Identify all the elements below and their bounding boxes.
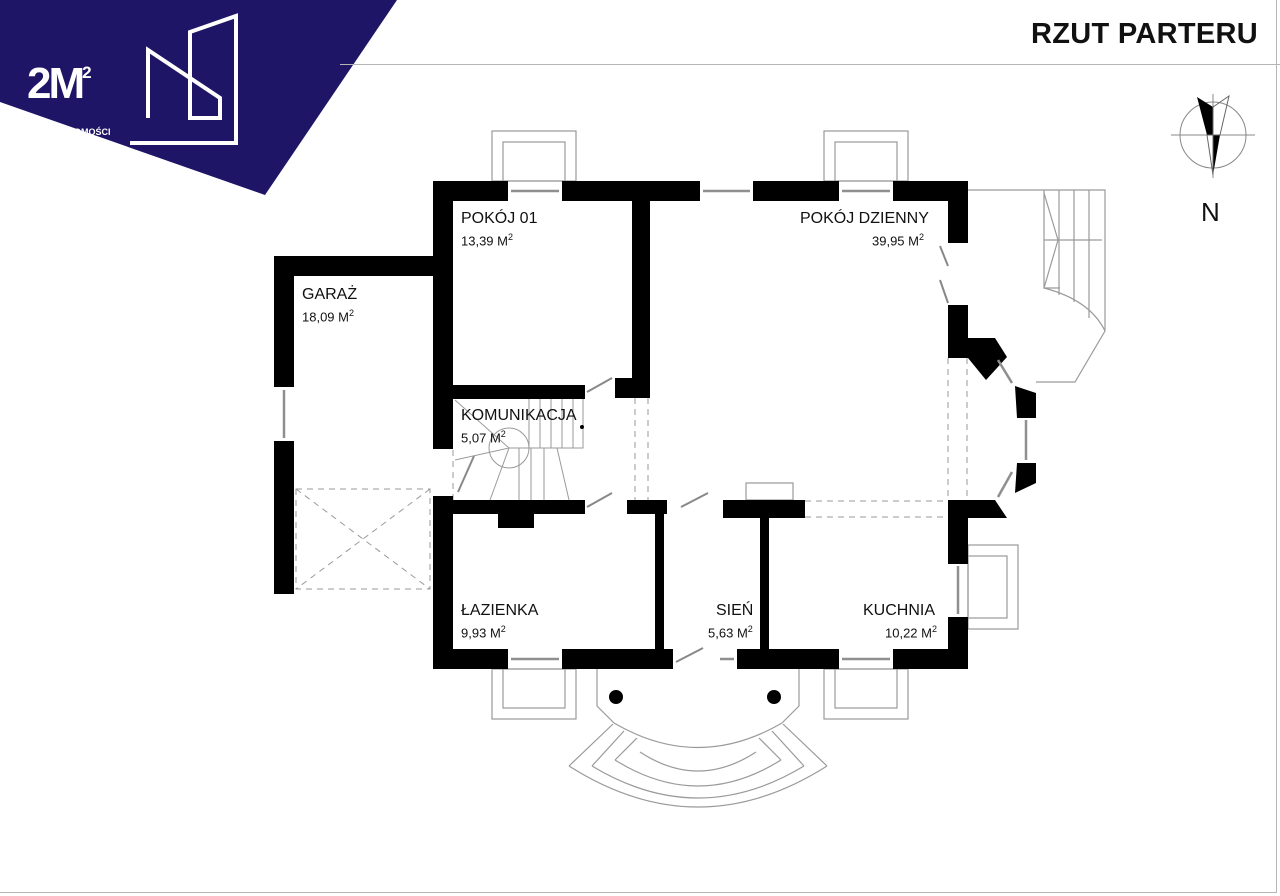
room-area-pokoj-dzienny: 39,95 M2 [872, 232, 925, 249]
dashed-lines [295, 358, 968, 590]
area-value: 39,95 [872, 233, 905, 249]
room-name-kuchnia: KUCHNIA [863, 602, 936, 619]
room-area-pokoj-01: 13,39 M2 [461, 232, 514, 249]
room-area-kuchnia: 10,22 M2 [885, 624, 938, 641]
area-unit: M [497, 233, 509, 249]
logo-brand: 2M2 [27, 62, 92, 106]
room-area-lazienka: 9,93 M2 [461, 624, 506, 641]
column [767, 690, 781, 704]
room-name-garaz: GARAŻ [302, 286, 358, 303]
area-unit: M [489, 625, 501, 641]
logo-brand-text: 2M [27, 59, 85, 108]
outline-features [491, 130, 1106, 808]
area-unit: M [736, 625, 748, 641]
area-value: 13,39 [461, 233, 494, 249]
page-title: RZUT PARTERU [1031, 18, 1258, 50]
area-value: 18,09 [302, 309, 335, 325]
area-unit: M [338, 309, 350, 325]
area-unit: M [921, 625, 933, 641]
doors [457, 245, 949, 663]
area-value: 5,63 [708, 625, 734, 641]
room-name-pokoj-01: POKÓJ 01 [461, 210, 538, 227]
room-name-komunikacja: KOMUNIKACJA [461, 407, 577, 424]
compass-icon [1171, 94, 1255, 178]
area-value: 5,07 [461, 430, 487, 446]
area-unit: M [908, 233, 920, 249]
column [609, 690, 623, 704]
area-value: 10,22 [885, 625, 918, 641]
logo-building-icon [130, 13, 238, 145]
room-area-komunikacja: 5,07 M2 [461, 429, 506, 446]
windows [282, 189, 1028, 661]
area-unit: M [489, 430, 501, 446]
north-label: N [1201, 197, 1220, 227]
room-area-sien: 5,63 M2 [708, 624, 753, 641]
walls [274, 181, 1036, 669]
area-value: 9,93 [461, 625, 487, 641]
room-area-garaz: 18,09 M2 [302, 308, 355, 325]
room-name-sien: SIEŃ [716, 602, 754, 619]
room-name-pokoj-dzienny: POKÓJ DZIENNY [800, 210, 929, 227]
stair-marker [580, 425, 584, 429]
room-name-lazienka: ŁAZIENKA [461, 602, 539, 619]
title-divider [340, 64, 1280, 65]
logo-subtitle: NIERUCHOMOŚCI [33, 127, 111, 137]
logo-background [0, 0, 397, 195]
logo-superscript: 2 [82, 63, 92, 82]
